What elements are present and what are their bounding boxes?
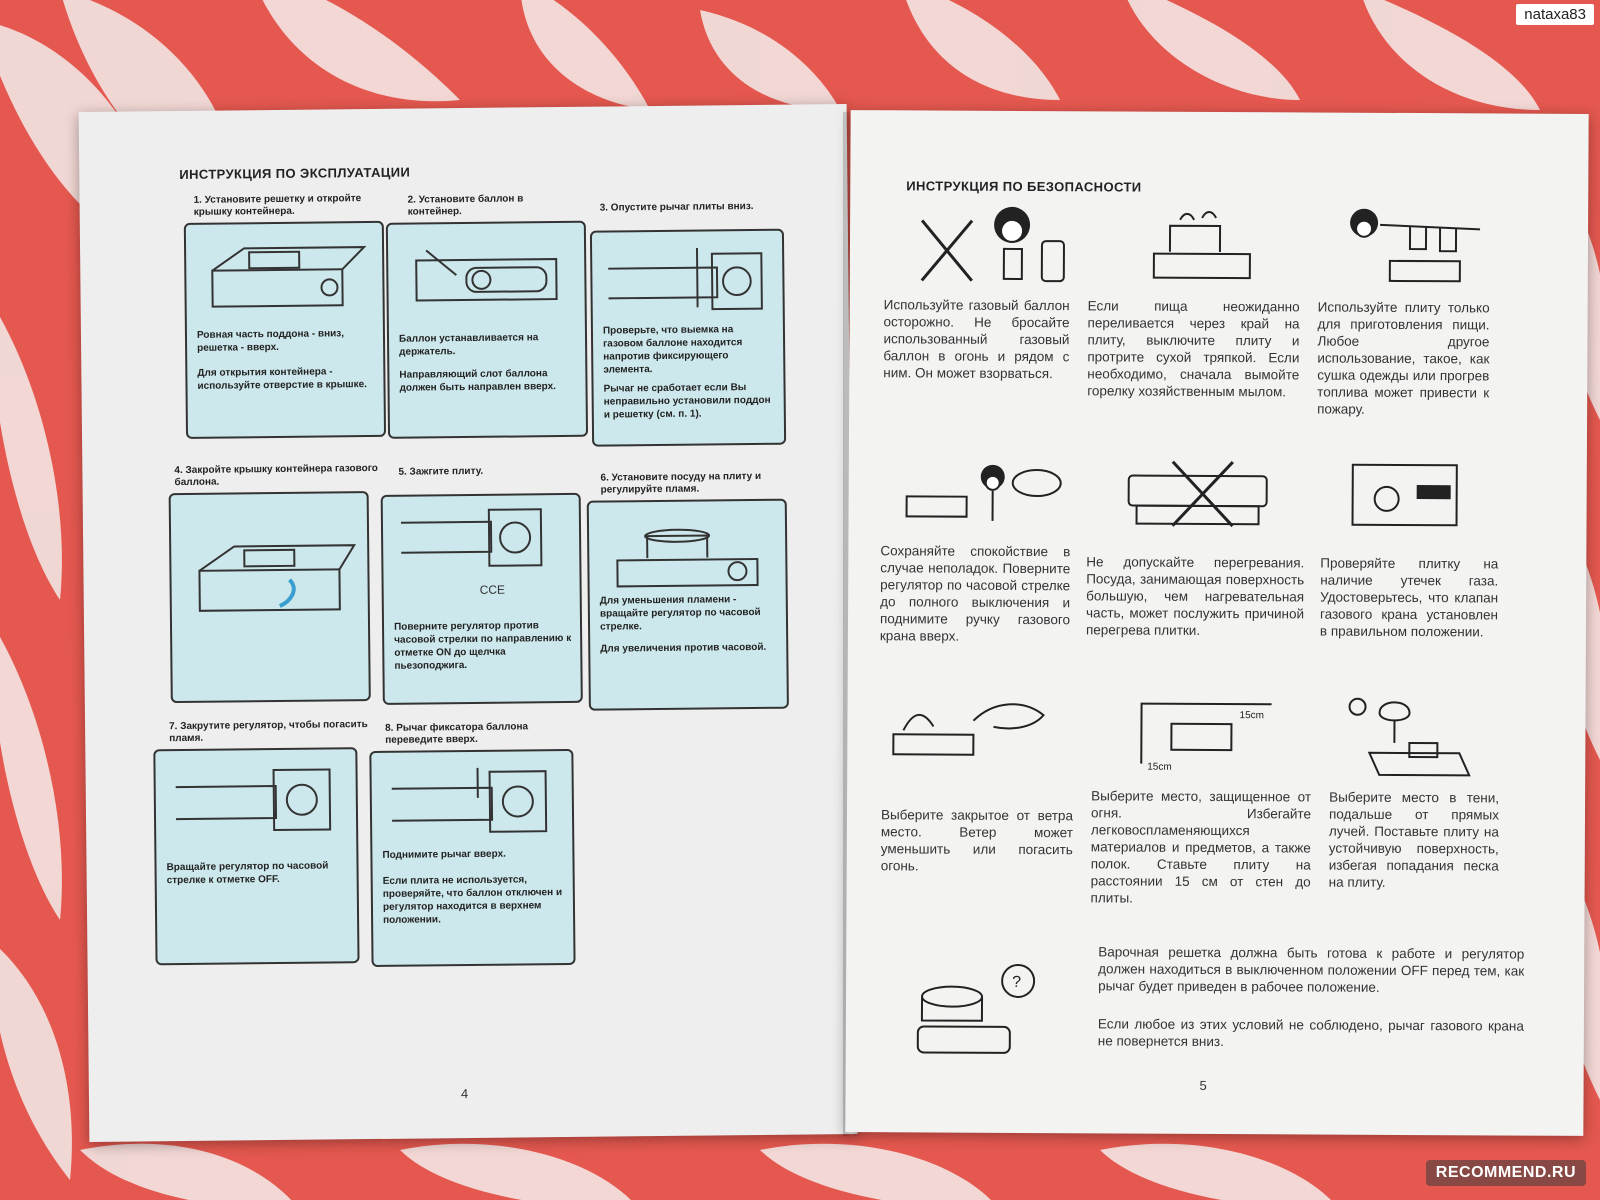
- safety-item-4: Сохраняйте спокойствие в случае неполадо…: [879, 543, 1071, 644]
- stove-open-illustration: [192, 229, 377, 323]
- step-6-text-a: Для уменьшения пламени - вращайте регуля…: [599, 594, 761, 633]
- svg-text:?: ?: [1012, 974, 1021, 991]
- shade-placement-illustration: [1339, 693, 1489, 784]
- step-4-panel: [168, 491, 371, 704]
- drying-clothes-warning-illustration: [1340, 205, 1490, 290]
- step-5-panel: ССЕ Поверните регулятор против часовой с…: [380, 492, 583, 705]
- step-1-text-a: Ровная часть поддона - вниз, решетка - в…: [196, 328, 345, 354]
- lever-down-illustration: [598, 237, 777, 331]
- step-6-text-b: Для увеличения против часовой.: [600, 641, 767, 655]
- wind-warning-illustration: [883, 690, 1053, 771]
- safety-item-3: Используйте плиту только для приготовлен…: [1317, 299, 1490, 417]
- step-7-heading: 7. Закрутите регулятор, чтобы погасить п…: [169, 719, 368, 745]
- step-2-panel: Баллон устанавливается на держатель. Нап…: [385, 220, 589, 439]
- overflowing-pot-illustration: [1140, 204, 1260, 289]
- step-5-text: Поверните регулятор против часовой стрел…: [393, 620, 572, 672]
- safety-item-5: Не допускайте перегревания. Посуда, зани…: [1085, 554, 1305, 638]
- ignition-knob-illustration: ССЕ: [389, 501, 574, 603]
- site-watermark: RECOMMEND.RU: [1425, 1160, 1586, 1186]
- manual-page-right: ИНСТРУКЦИЯ ПО БЕЗОПАСНОСТИ Используйте г…: [845, 110, 1589, 1136]
- step-2-heading: 2. Установите баллон в контейнер.: [407, 193, 524, 218]
- lever-up-illustration: [377, 757, 566, 851]
- pot-on-stove-illustration: [595, 507, 780, 601]
- step-2-text-b: Направляющий слот баллона должен быть на…: [399, 368, 556, 394]
- step-3-panel: Проверьте, что выемка на газовом баллоне…: [589, 228, 787, 447]
- svg-text:ССЕ: ССЕ: [480, 583, 505, 597]
- safety-item-9: Выберите место в тени, подальше от прямы…: [1328, 789, 1500, 890]
- step-3-heading: 3. Опустите рычаг плиты вниз.: [599, 200, 754, 214]
- step-3-text-b: Рычаг не сработает если Вы неправильно у…: [603, 382, 771, 421]
- final-note-2: Если любое из этих условий не соблюдено,…: [1097, 1016, 1524, 1050]
- canister-fire-warning-illustration: [912, 200, 1082, 291]
- step-6-heading: 6. Установите посуду на плиту и регулиру…: [600, 470, 762, 496]
- overheating-warning-illustration: [1122, 456, 1272, 533]
- step-7-panel: Вращайте регулятор по часовой стрелке к …: [153, 747, 360, 966]
- step-4-heading: 4. Закройте крышку контейнера газового б…: [174, 462, 378, 489]
- distance-from-walls-illustration: 15cm 15cm: [1121, 694, 1281, 775]
- step-1-text-b: Для открытия контейнера - используйте от…: [197, 366, 367, 392]
- distance-label-b: 15cm: [1147, 762, 1172, 773]
- safety-item-2: Если пища неожиданно переливается через …: [1087, 298, 1300, 400]
- step-8-panel: Поднимите рычаг вверх. Если плита не исп…: [369, 748, 576, 968]
- step-3-text-a: Проверьте, что выемка на газовом баллоне…: [602, 324, 743, 376]
- stove-closed-illustration: [177, 509, 362, 631]
- step-2-text-a: Баллон устанавливается на держатель.: [398, 332, 539, 358]
- safety-item-8: Выберите место, защищенное от огня. Избе…: [1090, 788, 1312, 906]
- step-1-panel: Ровная часть поддона - вниз, решетка - в…: [183, 220, 387, 439]
- knob-off-illustration: [161, 755, 350, 849]
- final-note-1: Варочная решетка должна быть готова к ра…: [1098, 944, 1525, 995]
- manual-page-left: ИНСТРУКЦИЯ ПО ЭКСПЛУАТАЦИИ 1. Установите…: [78, 104, 858, 1142]
- step-1-heading: 1. Установите решетку и откройте крышку …: [193, 193, 362, 218]
- left-page-number: 4: [460, 1086, 469, 1102]
- gas-canister-illustration: [394, 229, 579, 323]
- left-page-title: ИНСТРУКЦИЯ ПО ЭКСПЛУАТАЦИИ: [179, 164, 411, 182]
- step-7-text: Вращайте регулятор по часовой стрелке к …: [166, 860, 329, 887]
- gas-leak-check-illustration: [1346, 455, 1466, 536]
- step-8-text-b: Если плита не используется, проверяйте, …: [382, 874, 563, 926]
- right-page-number: 5: [1199, 1077, 1207, 1093]
- step-6-panel: Для уменьшения пламени - вращайте регуля…: [586, 498, 789, 711]
- step-8-heading: 8. Рычаг фиксатора баллона переведите вв…: [385, 721, 529, 746]
- user-watermark: nataxa83: [1516, 4, 1594, 25]
- step-5-heading: 5. Зажгите плиту.: [398, 465, 484, 478]
- safety-item-6: Проверяйте плитку на наличие утечек газа…: [1319, 555, 1499, 640]
- right-page-title: ИНСТРУКЦИЯ ПО БЕЗОПАСНОСТИ: [906, 178, 1142, 195]
- safety-item-7: Выберите закрытое от ветра место. Ветер …: [880, 807, 1074, 874]
- calm-in-case-of-problems-illustration: [896, 460, 1066, 531]
- distance-label-a: 15cm: [1239, 710, 1264, 721]
- safety-item-1: Используйте газовый баллон осторожно. Не…: [883, 297, 1070, 382]
- stove-question-illustration: ?: [908, 956, 1039, 1067]
- step-8-text-a: Поднимите рычаг вверх.: [382, 848, 506, 861]
